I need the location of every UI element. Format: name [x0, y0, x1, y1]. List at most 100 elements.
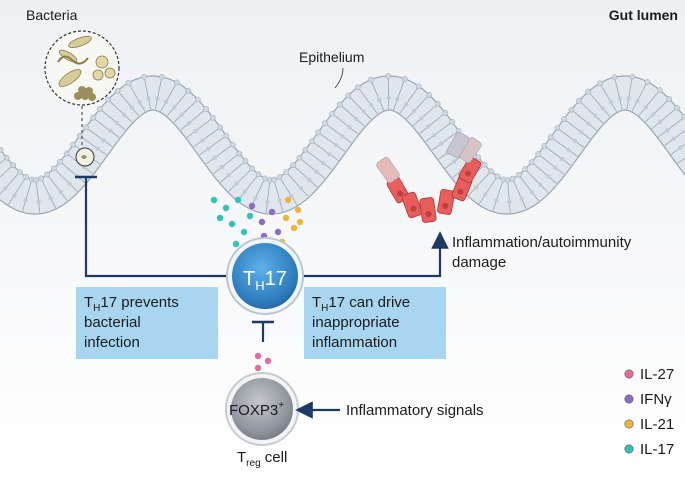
epithelium-leader-line	[334, 67, 344, 89]
microvilli	[528, 159, 535, 165]
epithelial-cell-nucleus	[593, 113, 598, 118]
microvilli	[644, 78, 651, 85]
epithelial-cell-nucleus	[36, 199, 41, 204]
legend-item: IL-21	[624, 416, 674, 433]
epithelial-cell-border	[35, 180, 41, 213]
epithelial-cell-nucleus	[677, 145, 683, 151]
cytokine-dot	[258, 218, 266, 226]
epithelial-cell-border	[213, 153, 239, 175]
epithelial-cell-border	[237, 174, 259, 201]
epithelial-cell-nucleus	[298, 186, 303, 191]
microvilli	[223, 132, 230, 139]
microvilli	[173, 79, 180, 86]
epithelial-cell-border	[80, 135, 107, 156]
bacteria-cluster	[74, 86, 96, 101]
epithelial-cell-nucleus	[671, 136, 676, 142]
epithelial-cell-nucleus	[361, 109, 366, 114]
epithelial-cell-border	[265, 180, 271, 213]
epithelial-cell-nucleus	[438, 141, 444, 146]
epithelial-cell-nucleus	[340, 134, 345, 139]
epithelial-cell-border	[273, 180, 284, 212]
microvilli	[51, 165, 57, 172]
bacterium-rod	[58, 69, 82, 87]
epithelial-cell-border	[286, 172, 309, 197]
legend-item: IL-27	[624, 366, 674, 383]
epithelial-cell-nucleus	[114, 120, 120, 126]
epithelial-cell-nucleus	[320, 160, 326, 166]
epithelial-cell-border	[588, 92, 611, 117]
foxp3-sup: +	[278, 400, 284, 411]
microvilli	[315, 129, 322, 136]
epithelium	[0, 73, 685, 215]
epithelial-cell-nucleus	[129, 105, 134, 110]
foxp3-label: FOXP3	[229, 402, 278, 419]
cytokine-dot	[268, 208, 276, 216]
epithelial-cell-border	[180, 109, 206, 131]
epithelial-cell-nucleus	[288, 193, 294, 198]
transitioning-epithelial-cell	[446, 131, 470, 159]
epithelial-cell-nucleus	[635, 99, 640, 104]
legend-label: IL-27	[640, 366, 674, 383]
microvilli	[509, 175, 516, 182]
epithelial-cell-nucleus	[403, 102, 409, 107]
bacterium-coccus	[104, 67, 116, 79]
microvilli	[296, 154, 303, 161]
epithelial-cell-border	[478, 176, 498, 205]
cytokine-dot	[210, 196, 218, 204]
microvilli	[308, 138, 315, 145]
epithelial-cell-nucleus	[265, 199, 270, 204]
epithelial-cell-nucleus	[23, 198, 28, 203]
epithelial-cell-border	[100, 109, 126, 131]
inflammatory-signals-label: Inflammatory signals	[346, 402, 484, 419]
epithelial-cell-border	[173, 100, 198, 123]
svg-text:TH17: TH17	[243, 268, 287, 293]
legend-label: IL-17	[640, 441, 674, 458]
microvilli	[255, 171, 262, 178]
microvilli	[249, 165, 255, 172]
microvilli	[611, 74, 618, 81]
box-right-line3: inflammation	[312, 334, 397, 351]
epithelial-cell-nucleus	[643, 104, 648, 110]
microvilli	[236, 150, 243, 157]
epithelial-cell-nucleus	[200, 138, 205, 143]
epithelial-cell-nucleus	[519, 196, 524, 201]
epithelial-cell-nucleus	[432, 132, 437, 138]
bacteria-label: Bacteria	[26, 7, 78, 23]
epithelial-cell-nucleus	[529, 190, 535, 195]
epithelial-cell-nucleus	[58, 189, 63, 195]
epithelial-cell-nucleus	[483, 192, 488, 197]
il27-dot	[254, 352, 262, 360]
epithelial-cell-border	[340, 104, 365, 127]
il27-dot	[264, 357, 272, 365]
cytokine-dot	[246, 212, 254, 220]
cytokine-dot	[234, 196, 242, 204]
epithelial-cell-nucleus	[368, 102, 374, 108]
epithelial-cell-border	[348, 95, 372, 120]
epithelial-cell-border	[651, 107, 677, 130]
epithelial-cell-nucleus	[608, 100, 614, 105]
microvilli	[541, 143, 548, 149]
epithelial-cell-nucleus	[425, 124, 431, 129]
microvilli	[90, 114, 96, 121]
legend-label: IFNγ	[640, 391, 672, 408]
epithelial-cell-border	[507, 180, 511, 213]
epithelial-cell-nucleus	[314, 169, 319, 174]
microvilli	[488, 168, 494, 175]
microvilli	[547, 134, 554, 140]
cytokine-dot	[284, 196, 292, 204]
cytokine-dot	[290, 224, 298, 232]
microvilli	[401, 76, 408, 82]
box-right-line1-tail: 17 can drive	[328, 294, 410, 311]
epithelial-cell-border	[512, 179, 527, 209]
box-left-line3: infection	[84, 334, 140, 351]
microvilli	[217, 124, 224, 131]
epithelial-cell-border	[279, 177, 298, 206]
box-left-line1-T: T	[84, 294, 93, 311]
microvilli	[23, 173, 29, 180]
epithelial-cell-border	[393, 79, 405, 111]
epithelial-cell-border	[358, 87, 378, 115]
epithelial-cell-nucleus	[494, 198, 499, 203]
epithelial-cell-border	[220, 161, 245, 183]
th17-tail: 17	[265, 268, 287, 290]
epithelial-cell-border	[387, 76, 390, 110]
